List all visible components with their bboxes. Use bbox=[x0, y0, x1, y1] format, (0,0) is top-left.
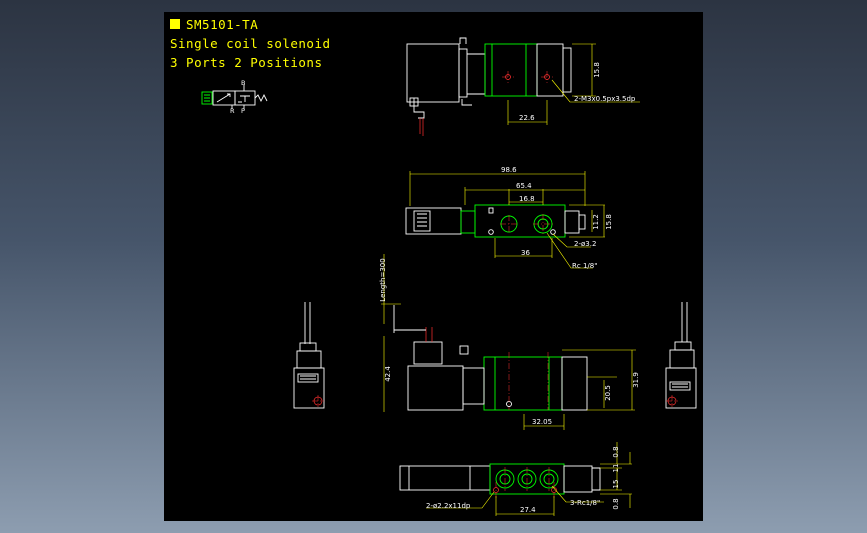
right-end-view bbox=[665, 302, 697, 409]
dim-mount-hole: 2-ø3.2 bbox=[574, 240, 596, 248]
port-description: 3 Ports 2 Positions bbox=[170, 55, 323, 70]
dim-side-height-b: 15.8 bbox=[605, 214, 613, 230]
symbol-port-b: B bbox=[241, 79, 245, 87]
cad-viewport[interactable]: SM5101-TA Single coil solenoid 3 Ports 2… bbox=[164, 12, 703, 521]
dim-bottom-pitch: 27.4 bbox=[520, 506, 536, 514]
left-end-view bbox=[293, 302, 325, 409]
dim-top-height: 15.8 bbox=[593, 62, 601, 78]
drawing-canvas: B R P 22.6 15.8 2-M3x bbox=[201, 37, 697, 516]
dim-port-pitch: 16.8 bbox=[519, 195, 535, 203]
dim-thread-note: 2-M3x0.5px3.5dp bbox=[574, 95, 636, 103]
dim-bottom-c: 15 bbox=[612, 480, 620, 489]
title-bullet-icon bbox=[170, 19, 180, 29]
dim-lead-length: Length=300 bbox=[379, 258, 387, 301]
model-title: SM5101-TA bbox=[186, 17, 259, 32]
side-view: 98.6 65.4 16.8 11.2 15.8 2-ø3.2 36 Rc 1/… bbox=[405, 166, 613, 270]
dim-body-length: 65.4 bbox=[516, 182, 532, 190]
dim-bottom-a: 0.8 bbox=[612, 446, 620, 457]
dim-bottom-d: 0.8 bbox=[612, 498, 620, 509]
front-view: Length=300 42.4 20.5 31.9 32.05 bbox=[379, 254, 640, 430]
dim-front-width: 32.05 bbox=[532, 418, 552, 426]
bottom-view: 0.8 11 15 0.8 2-ø2.2x11dp 27.4 3-Rc1/8" bbox=[399, 442, 632, 516]
dim-top-width: 22.6 bbox=[519, 114, 535, 122]
symbol-port-p: P bbox=[241, 107, 245, 115]
dim-overall-length: 98.6 bbox=[501, 166, 517, 174]
dim-port-height-a: 20.5 bbox=[604, 385, 612, 401]
dim-bottom-ports: 3-Rc1/8" bbox=[570, 499, 600, 507]
coil-description: Single coil solenoid bbox=[170, 36, 331, 51]
top-view: 22.6 15.8 2-M3x0.5px3.5dp bbox=[406, 37, 640, 136]
dim-side-height-a: 11.2 bbox=[592, 214, 600, 230]
dim-bottom-b: 11 bbox=[612, 464, 620, 473]
dim-port-thread: Rc 1/8" bbox=[572, 262, 597, 270]
dim-front-height: 42.4 bbox=[384, 366, 392, 382]
dim-bottom-holes: 2-ø2.2x11dp bbox=[426, 502, 471, 510]
dim-port-offset: 36 bbox=[521, 249, 530, 257]
valve-symbol: B R P bbox=[201, 79, 268, 115]
title-block: SM5101-TA Single coil solenoid 3 Ports 2… bbox=[170, 15, 331, 72]
dim-port-height-b: 31.9 bbox=[632, 372, 640, 388]
symbol-port-r: R bbox=[230, 107, 235, 115]
